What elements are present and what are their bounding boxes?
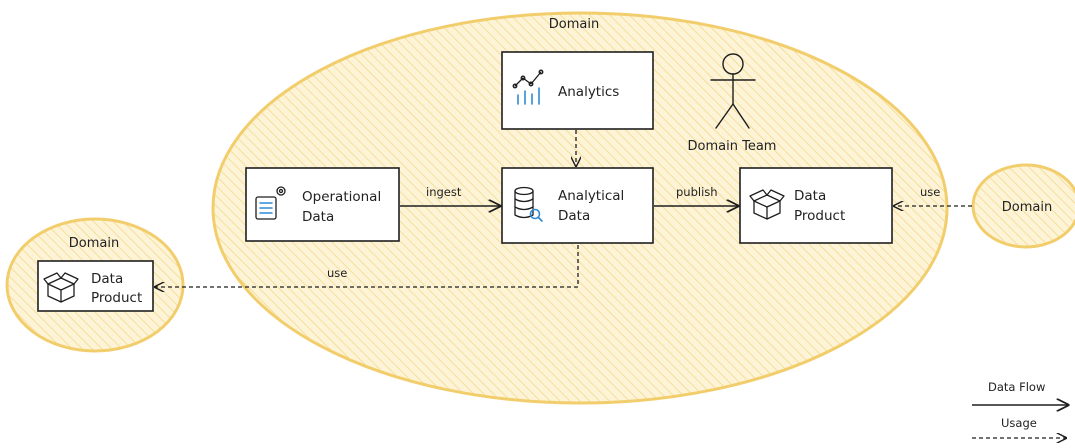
right-domain-area [971,163,1075,249]
data-product-left-label-line1: Data [91,271,123,287]
domain-team-label: Domain Team [688,139,777,154]
operational-data-label-line2: Data [302,209,334,225]
ingest-edge-label: ingest [426,185,462,199]
data-product-main-label-line1: Data [794,188,826,204]
analytical-data-node[interactable]: Analytical Data [501,167,654,244]
legend-usage-label: Usage [1001,416,1037,430]
operational-data-node[interactable]: Operational Data [245,167,400,242]
data-product-main-label-line2: Product [794,208,845,224]
operational-list-icon [255,186,286,220]
use-left-edge-label: use [327,266,347,280]
data-product-main-node[interactable]: Data Product [739,167,893,244]
analytical-data-label-line2: Data [558,208,590,224]
legend: Data Flow Usage [972,380,1068,438]
analytical-database-icon [514,186,543,222]
operational-data-label-line1: Operational [302,189,381,205]
left-domain-label: Domain [69,236,119,251]
domain-team-actor [710,53,756,129]
data-product-left-label-line2: Product [91,290,142,306]
use-left-edge [155,245,579,287]
data-product-left-node[interactable]: Data Product [37,260,154,312]
publish-edge-label: publish [676,185,718,199]
data-product-main-box-icon [749,189,785,220]
legend-data-flow-label: Data Flow [988,380,1045,394]
analytics-chart-icon [512,69,544,105]
analytical-data-label-line1: Analytical [558,188,624,204]
analytics-label: Analytics [558,84,619,100]
analytics-node[interactable]: Analytics [501,51,654,130]
use-right-edge-label: use [920,185,940,199]
right-domain-label: Domain [1002,200,1052,215]
data-product-left-box-icon [43,272,79,303]
main-domain-label: Domain [549,17,599,32]
